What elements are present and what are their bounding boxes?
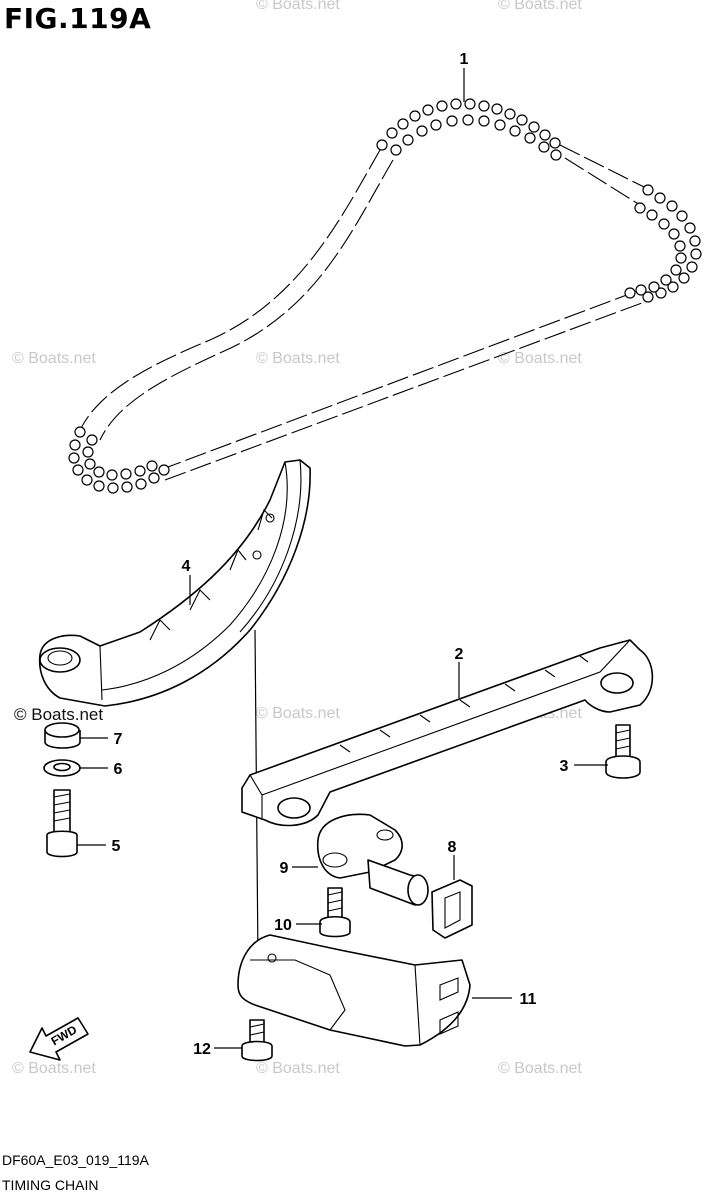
chain-guide-lower <box>237 934 471 1047</box>
tensioner-bolt <box>319 887 351 938</box>
pivot-bolt <box>46 789 78 858</box>
callout-4: 4 <box>182 558 191 575</box>
drawing-code: DF60A_E03_019_119A <box>2 1152 149 1168</box>
lower-guide-bolt <box>241 1019 273 1062</box>
callout-11: 11 <box>520 991 537 1008</box>
washer <box>43 759 81 777</box>
callout-12: 12 <box>193 1041 211 1058</box>
guide-bolt <box>605 724 641 779</box>
callout-2: 2 <box>455 646 464 663</box>
chain-tensioner <box>316 813 429 906</box>
tensioner-guide <box>38 459 311 707</box>
chain-guide <box>241 639 654 827</box>
callout-5: 5 <box>112 838 121 855</box>
watermark: © Boats.net <box>256 350 340 367</box>
watermark: © Boats.net <box>12 350 96 367</box>
callout-6: 6 <box>114 761 123 778</box>
callout-7: 7 <box>114 731 123 748</box>
watermark: © Boats.net <box>256 1060 340 1077</box>
collar <box>44 722 81 749</box>
chain-links-right <box>624 184 702 303</box>
watermark: © Boats.net <box>498 1060 582 1077</box>
tensioner-clip <box>431 879 473 939</box>
watermark: © Boats.net <box>498 0 582 13</box>
timing-chain <box>68 98 702 494</box>
callout-10: 10 <box>274 917 292 934</box>
watermark: © Boats.net <box>498 350 582 367</box>
callout-9: 9 <box>280 860 289 877</box>
chain-links-lower <box>68 426 170 494</box>
leader-lines <box>77 68 608 1049</box>
callout-3: 3 <box>560 758 569 775</box>
fwd-arrow-icon: FWD <box>29 1017 89 1061</box>
callout-1: 1 <box>460 51 469 68</box>
watermark: © Boats.net <box>256 0 340 13</box>
figure-title: FIG.119A <box>4 2 152 35</box>
diagram-caption: TIMING CHAIN <box>2 1177 99 1193</box>
watermark: © Boats.net <box>12 1060 96 1077</box>
watermark: © Boats.net <box>14 705 104 724</box>
callout-8: 8 <box>448 839 457 856</box>
watermark: © Boats.net <box>256 705 340 722</box>
chain-links-upper <box>376 98 562 161</box>
